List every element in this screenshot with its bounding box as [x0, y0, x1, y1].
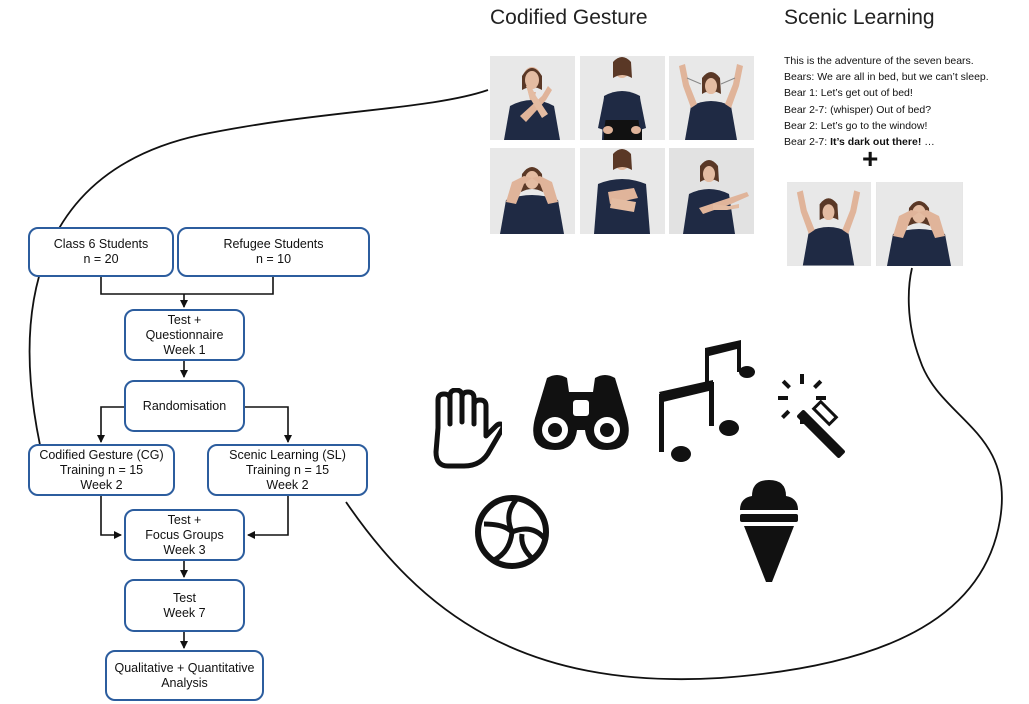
codified-gesture-box: Codified Gesture (CG) Training n = 15 We… [28, 444, 175, 496]
volleyball-icon [475, 495, 549, 569]
gesture-photo-5 [580, 148, 665, 234]
hand-icon [433, 388, 502, 469]
scenic-photo-1 [787, 182, 871, 266]
gesture-photo-6 [669, 148, 754, 234]
grouping-curve [28, 89, 1003, 680]
refugee-students-box: Refugee Students n = 10 [177, 227, 370, 277]
gesture-photo-4 [490, 148, 575, 234]
codified-gesture-title: Codified Gesture [490, 6, 648, 29]
test-week3-box: Test + Focus Groups Week 3 [124, 509, 245, 561]
plus-sign: + [862, 143, 879, 174]
script-line-6: Bear 2-7: It’s dark out there! … [784, 136, 935, 149]
script-line-4: Bear 2-7: (whisper) Out of bed? [784, 103, 932, 116]
script-line-2: Bears: We are all in bed, but we can’t s… [784, 71, 989, 84]
binoculars-icon [533, 375, 629, 450]
scenic-learning-title: Scenic Learning [784, 6, 935, 29]
ice-cream-icon [740, 480, 798, 582]
gesture-photo-2 [580, 56, 665, 140]
gesture-photo-1 [490, 56, 575, 140]
script-line-5: Bear 2: Let’s go to the window! [784, 119, 928, 132]
gesture-photo-3 [669, 56, 754, 140]
scenic-script: This is the adventure of the seven bears… [784, 53, 989, 150]
music-notes-icon [659, 340, 755, 462]
test-week7-box: Test Week 7 [124, 579, 245, 632]
magic-wand-icon [778, 374, 845, 458]
test-week1-box: Test + Questionnaire Week 1 [124, 309, 245, 361]
analysis-box: Qualitative + Quantitative Analysis [105, 650, 264, 701]
scenic-photo-2 [876, 182, 963, 266]
scenic-learning-box: Scenic Learning (SL) Training n = 15 Wee… [207, 444, 368, 496]
class6-students-box: Class 6 Students n = 20 [28, 227, 174, 277]
script-line-3: Bear 1: Let’s get out of bed! [784, 87, 913, 100]
randomisation-box: Randomisation [124, 380, 245, 432]
script-line-1: This is the adventure of the seven bears… [784, 55, 974, 67]
